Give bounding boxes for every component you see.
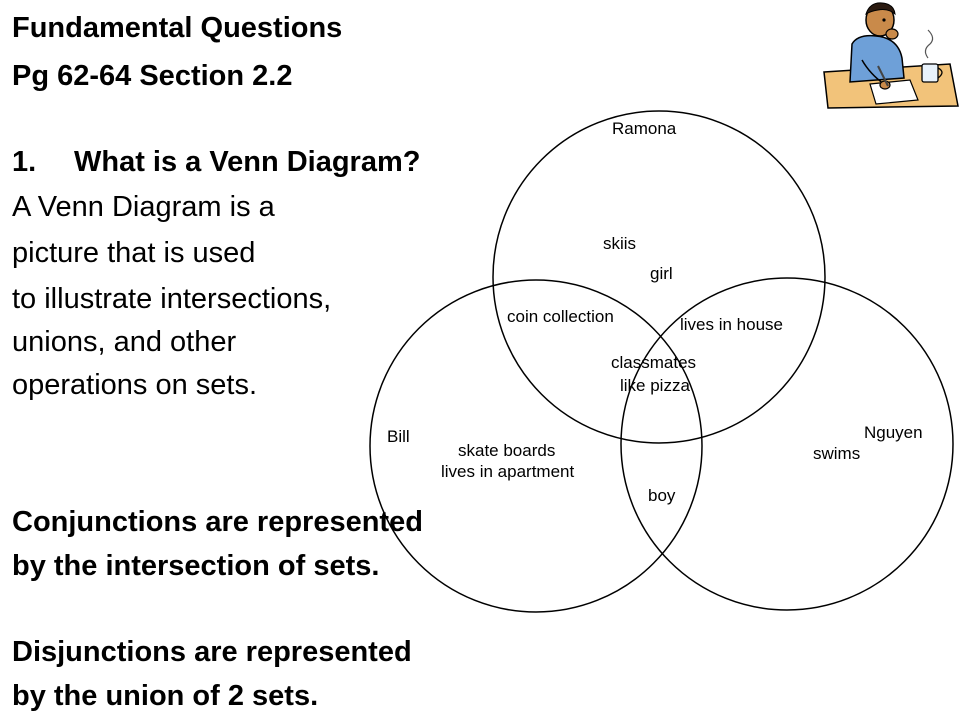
answer-line: operations on sets. [12,369,258,401]
answer-line: unions, and other [12,326,237,358]
set-label-ramona: Ramona [612,119,677,138]
venn-item-lives-in-apartment: lives in apartment [441,462,575,481]
set-label-bill: Bill [387,427,410,446]
venn-item-skiis: skiis [603,234,636,253]
conjunction-line: by the intersection of sets. [12,550,380,582]
venn-item-coin-collection: coin collection [507,307,614,326]
venn-circle-bill [369,279,703,613]
slide-title-line1: Fundamental Questions [12,12,343,44]
venn-item-girl: girl [650,264,673,283]
slide-title-line2: Pg 62-64 Section 2.2 [12,60,293,92]
venn-item-skate-boards: skate boards [458,441,555,460]
question-text: What is a Venn Diagram? [74,146,421,178]
venn-item-boy: boy [648,486,676,505]
disjunction-line: by the union of 2 sets. [12,680,319,712]
answer-line: A Venn Diagram is a [12,191,275,223]
answer-line: to illustrate intersections, [12,283,332,315]
venn-circle-nguyen [620,277,954,611]
venn-item-swims: swims [813,444,860,463]
venn-circle-ramona [492,110,826,444]
question-number: 1. [12,146,37,178]
conjunction-line: Conjunctions are represented [12,506,423,538]
set-label-nguyen: Nguyen [864,423,923,442]
answer-line: picture that is used [12,237,256,269]
venn-item-lives-in-house: lives in house [680,315,783,334]
thinking-man-writing-icon [823,2,959,109]
disjunction-line: Disjunctions are represented [12,636,412,668]
venn-item-classmates: classmates [611,353,696,372]
venn-item-like-pizza: like pizza [620,376,690,395]
